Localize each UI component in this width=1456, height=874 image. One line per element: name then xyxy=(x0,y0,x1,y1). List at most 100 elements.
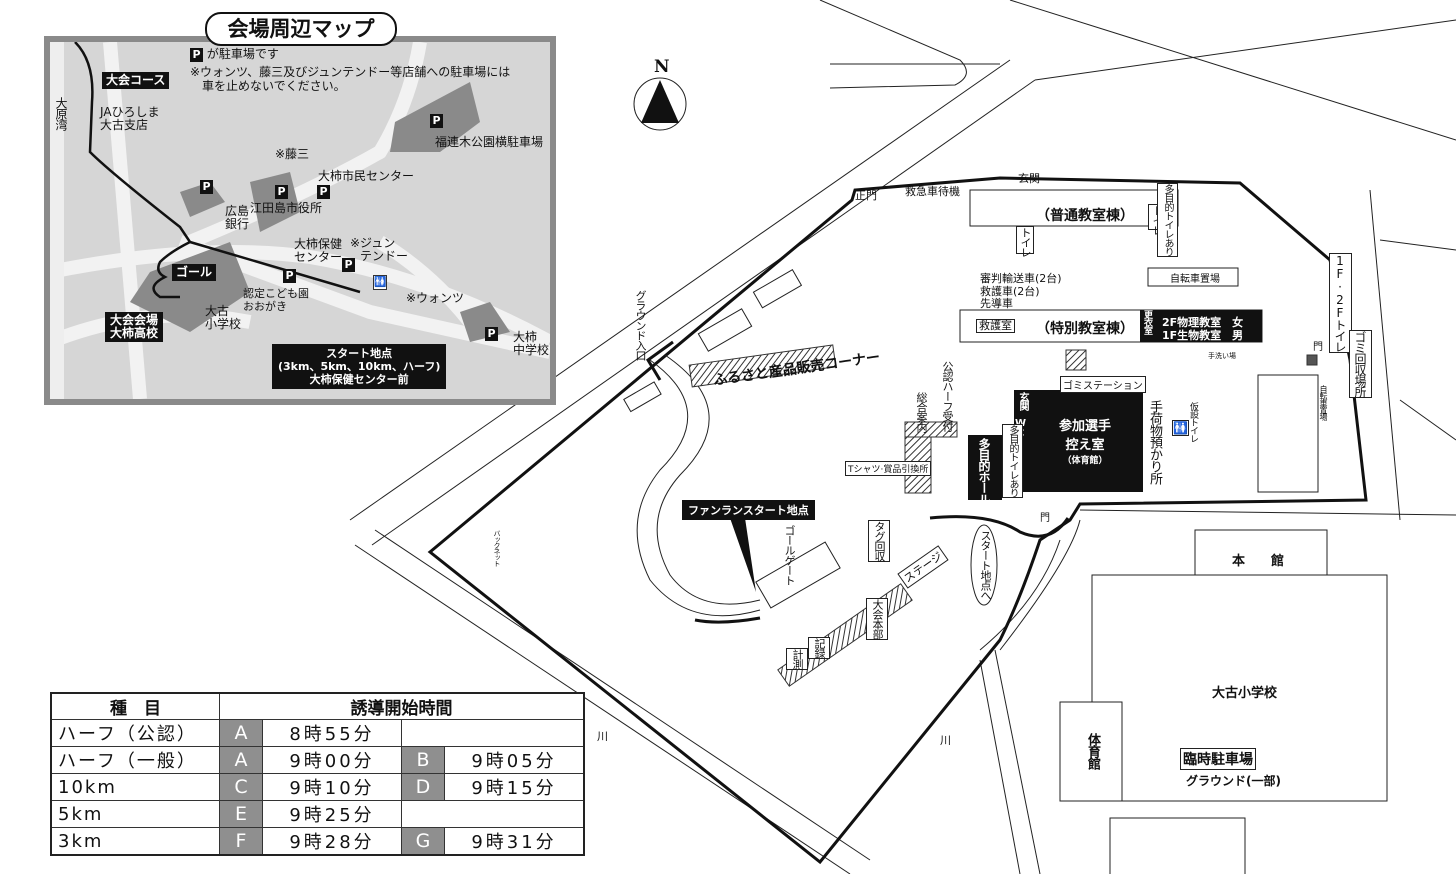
parking-icon: P xyxy=(200,180,213,194)
parking-icon: P xyxy=(317,185,330,199)
venue-boundary xyxy=(427,176,1368,865)
hiroshima-bank: 広島銀行 xyxy=(225,205,249,231)
physics-room: 2F物理教室 女 xyxy=(1162,316,1244,329)
table-row: ハーフ（一般） A 9時00分 B 9時05分 xyxy=(50,746,585,774)
health-center: 大柿保健センター xyxy=(294,238,342,264)
park-parking: P xyxy=(430,114,443,128)
guidance-schedule-table: 種 目 誘導開始時間 ハーフ（公認） A 8時55分 ハーフ（一般） A 9時0… xyxy=(50,692,585,856)
waiting-line2: 控え室 xyxy=(1065,438,1105,453)
compass-north-icon xyxy=(633,77,687,131)
ja-line1: JAひろしま xyxy=(100,105,160,119)
river-label: 川 xyxy=(597,730,608,743)
fukuregi-park-parking: 福連木公園横駐車場 xyxy=(435,135,544,149)
table-row: ハーフ（公認） A 8時55分 xyxy=(50,719,585,747)
timing-tent: 計測 xyxy=(786,648,808,670)
record-tent: 記録 xyxy=(808,637,830,659)
inset-roads xyxy=(50,42,550,399)
baggage-room: 手荷物預かり所 xyxy=(1147,400,1162,484)
kodomo-line1: 認定こども園 xyxy=(243,287,309,300)
toilet-label: トイレ xyxy=(1016,226,1034,257)
gym-entrance: 玄関 xyxy=(1017,392,1028,410)
funrun-pointer xyxy=(730,518,756,592)
biology-room: 1F生物教室 男 xyxy=(1162,329,1244,342)
toilet-icon: 🚻 xyxy=(373,275,388,290)
kodomo-line2: おおがき xyxy=(243,300,287,313)
table-row: 10km C 9時10分 D 9時15分 xyxy=(50,773,585,801)
empty-cell xyxy=(401,719,585,747)
tag-collection: タグ回収 xyxy=(868,520,890,562)
course-line-start xyxy=(929,515,1070,538)
group-code: A xyxy=(219,746,263,774)
parking-marker: P xyxy=(342,258,355,272)
parking-icon: P xyxy=(283,269,296,283)
city-hall: 江田島市役所 xyxy=(250,201,323,215)
special-building: （特別教室棟） xyxy=(1036,321,1134,337)
start-time: 9時28分 xyxy=(262,827,402,856)
wants: ※ウォンツ xyxy=(406,291,465,305)
group-code: A xyxy=(219,719,263,747)
to-start-label: スタート地点へ xyxy=(979,530,992,600)
start-line1: スタート地点 xyxy=(326,347,393,360)
event-name: 10km xyxy=(50,773,220,801)
first-aid-room: 救護室 xyxy=(976,319,1015,333)
road-nw xyxy=(349,59,1011,521)
start-line3: 大柿保健センター前 xyxy=(309,373,409,386)
gate-east-label: 門 xyxy=(1313,342,1323,353)
road-nw-2 xyxy=(371,79,1036,546)
funrun-start: ファンランスタート地点 xyxy=(682,500,815,520)
main-gate-label: 正門 xyxy=(855,189,877,202)
referee-car-label: 審判輸送車(2台) xyxy=(980,272,1062,285)
parking-marker: P xyxy=(485,327,498,341)
group-code: E xyxy=(219,800,263,828)
tshirt-exchange: Tシャツ·賞品引換所 xyxy=(845,461,932,476)
multipurpose-toilet-label: 多目的トイレあり xyxy=(1157,183,1178,257)
ohara-bay: 大原湾 xyxy=(54,97,68,130)
parking-legend-text: が駐車場です xyxy=(206,47,279,61)
table-header: 種 目 誘導開始時間 xyxy=(50,692,585,720)
washing-area: 手洗い場 xyxy=(1208,352,1236,360)
junten-line1: ※ジュン xyxy=(350,236,396,250)
start-time: 9時15分 xyxy=(444,773,585,801)
river-label: 川 xyxy=(940,734,951,747)
parking-note-1: ※ウォンツ、藤三及びジュンテンドー等店舗への駐車場には xyxy=(190,65,511,79)
goal-gate: ゴールゲート xyxy=(783,525,796,585)
event-name: ハーフ（一般） xyxy=(50,746,220,774)
garbage-station: ゴミステーション xyxy=(1060,376,1146,393)
temp-toilet: 仮設トイレ xyxy=(1188,402,1198,442)
course-arrow-goal xyxy=(694,616,761,624)
gate-south-label: 門 xyxy=(1040,513,1050,524)
venue-line2: 大柿高校 xyxy=(110,326,159,340)
to-start-oval xyxy=(970,524,998,606)
lead-car-label: 先導車 xyxy=(980,297,1013,310)
course-arrow-ground xyxy=(646,340,674,381)
ohuru-elementary: 大古小学校 xyxy=(205,305,241,331)
multipurpose-toilet-label-2: 多目的トイレあり xyxy=(1002,424,1023,498)
ambulance-label: 救急車待機 xyxy=(905,185,960,198)
waiting-line1: 参加選手 xyxy=(1058,419,1111,434)
venue-line1: 大会会場 xyxy=(110,313,159,327)
ja-hiroshima: JAひろしま大古支店 xyxy=(100,106,160,132)
fujimitsu: ※藤三 xyxy=(275,147,310,161)
race-course-line xyxy=(74,42,361,299)
temp-parking: 臨時駐車場 xyxy=(1180,748,1256,770)
event-name: 5km xyxy=(50,800,220,828)
parking-marker: P xyxy=(317,185,330,199)
half-reception: 公認ハーフ受付 xyxy=(941,361,954,431)
race-course-label: 大会コース xyxy=(102,72,170,89)
gym-building: 体育館 xyxy=(1085,733,1100,769)
ground-entrance: グラウンド入口 xyxy=(634,290,647,360)
waiting-line3: （体育館） xyxy=(1062,456,1108,466)
bank-line1: 広島 xyxy=(225,204,250,218)
health-line1: 大柿保健 xyxy=(294,237,343,251)
start-time: 8時55分 xyxy=(262,719,402,747)
start-line2: (3km、5km、10km、ハーフ) xyxy=(278,360,441,373)
start-time: 9時00分 xyxy=(262,746,402,774)
restroom-icon: 🚻 xyxy=(1172,420,1189,436)
elementary-school: 大古小学校 xyxy=(1212,686,1278,701)
bicycle-parking-label-2: 自転車置場 xyxy=(1319,385,1328,420)
general-building: （普通教室棟） xyxy=(1036,208,1134,224)
table-row: 3km F 9時28分 G 9時31分 xyxy=(50,827,585,856)
ground-part: グラウンド(一部) xyxy=(1186,774,1281,788)
athlete-waiting-room: 参加選手 控え室 （体育館） xyxy=(1040,415,1130,466)
start-point-label: スタート地点(3km、5km、10km、ハーフ)大柿保健センター前 xyxy=(272,344,447,389)
